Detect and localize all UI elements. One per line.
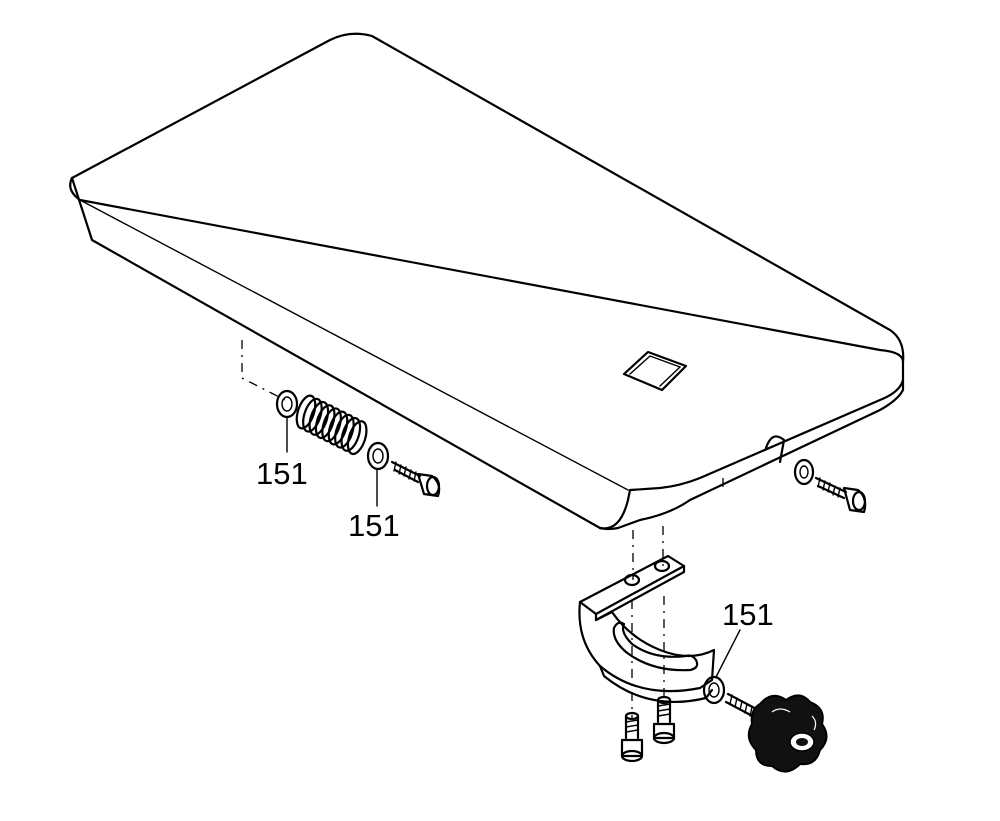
callout-label: 151 xyxy=(256,456,308,491)
spring-coil xyxy=(340,416,362,452)
compression-spring xyxy=(295,394,368,456)
washer-bracket xyxy=(702,675,726,705)
spring-coil xyxy=(327,410,349,446)
washer-left-a xyxy=(275,389,299,419)
washer-right xyxy=(793,458,815,486)
star-knob xyxy=(724,692,828,773)
bracket-arc-slot xyxy=(612,621,699,672)
callout-group-washer-left-b: 151 xyxy=(348,469,400,543)
spring-coil xyxy=(334,413,355,449)
spring-coil xyxy=(346,420,368,456)
tilt-bracket xyxy=(578,554,716,704)
assembly-lines xyxy=(241,340,724,720)
screw-left xyxy=(390,460,441,498)
plate-slot xyxy=(622,350,688,392)
callout-label: 151 xyxy=(348,508,400,543)
callout-group-washer-bracket: 151 xyxy=(715,597,774,678)
spring-coil xyxy=(308,400,330,436)
washer-left-b xyxy=(366,441,390,471)
plate-notch xyxy=(764,435,786,464)
callout-group-washer-left-a: 151 xyxy=(256,416,308,491)
screw-right xyxy=(814,476,867,514)
callout-label: 151 xyxy=(722,597,774,632)
spring-coil xyxy=(302,397,323,433)
bracket-hole-2 xyxy=(653,559,671,573)
spring-coil xyxy=(314,404,336,440)
screw-bottom-left xyxy=(620,711,644,763)
table-plate xyxy=(69,32,905,531)
screw-bottom-right xyxy=(652,695,676,745)
spring-coil xyxy=(295,394,317,430)
spring-coil xyxy=(321,407,342,443)
bracket-hole-1 xyxy=(623,573,641,587)
